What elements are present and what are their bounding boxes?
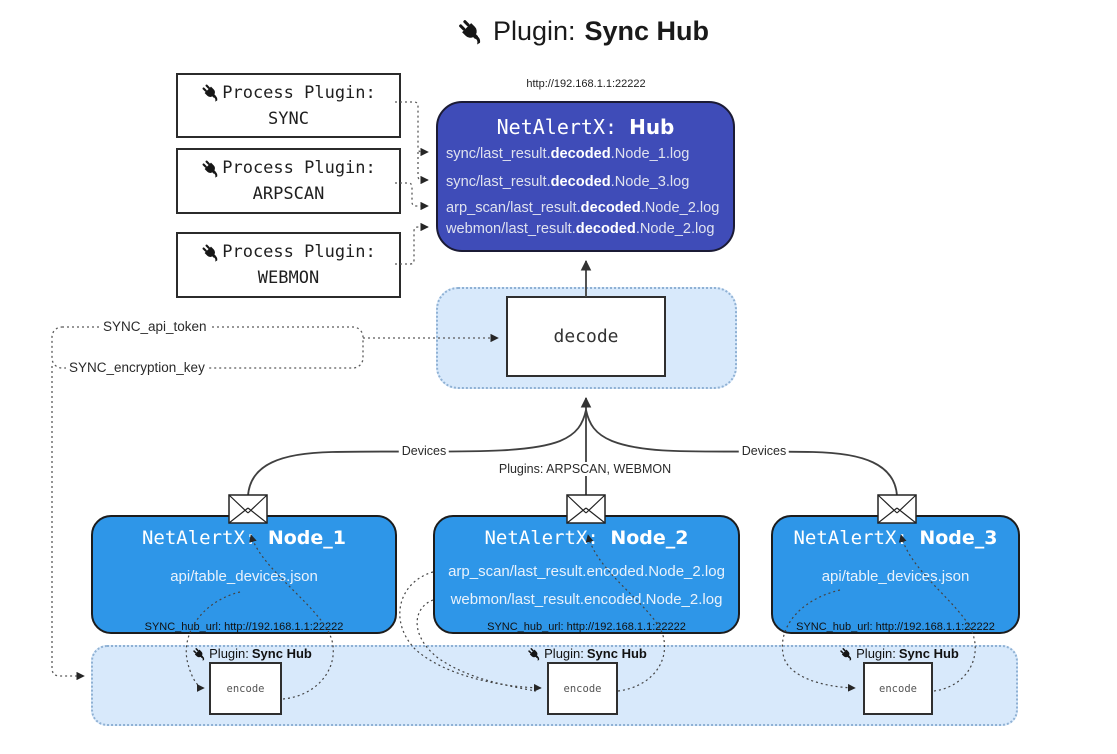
process-plugin-box-sync: Process Plugin: SYNC (176, 73, 401, 138)
encode-label: encode (226, 682, 265, 695)
hub-box: NetAlertX: Hub sync/last_result.decoded.… (436, 101, 735, 252)
plugins-label-mid: Plugins: ARPSCAN, WEBMON (495, 462, 675, 476)
hub-log-line: arp_scan/last_result.decoded.Node_2.log (446, 200, 720, 216)
hub-title-prefix: NetAlertX: (496, 115, 618, 139)
hub-log-line: sync/last_result.decoded.Node_1.log (446, 146, 690, 162)
process-plugin-box-webmon: Process Plugin: WEBMON (176, 232, 401, 298)
edge-key-to-encoders (51, 366, 85, 681)
node-file: api/table_devices.json (170, 568, 318, 585)
node-hub-url: SYNC_hub_url: http://192.168.1.1:22222 (487, 621, 686, 633)
plug-icon (457, 18, 484, 45)
plug-icon (201, 159, 220, 178)
node-box-2: NetAlertX: Node_2 arp_scan/last_result.e… (433, 515, 740, 634)
hub-title: NetAlertX: Hub (438, 115, 733, 139)
page-title-prefix: Plugin: (492, 16, 576, 46)
decode-box: decode (506, 296, 666, 377)
hub-url-label: http://192.168.1.1:22222 (526, 78, 646, 90)
node-title: NetAlertX: Node_3 (793, 527, 998, 549)
process-plugin-box-arpscan: Process Plugin: ARPSCAN (176, 148, 401, 214)
node-box-3: NetAlertX: Node_3 api/table_devices.json… (771, 515, 1020, 634)
node-hub-url: SYNC_hub_url: http://192.168.1.1:22222 (796, 621, 995, 633)
process-plugin-name: ARPSCAN (252, 184, 325, 204)
encode-label: encode (879, 682, 917, 695)
plug-icon (839, 647, 853, 661)
encode-box-2: encode (547, 662, 618, 715)
node-box-1: NetAlertX: Node_1 api/table_devices.json… (91, 515, 397, 634)
node-title: NetAlertX: Node_1 (141, 527, 346, 549)
hub-log-line: webmon/last_result.decoded.Node_2.log (446, 221, 715, 237)
process-plugin-label: Process Plugin: (222, 158, 376, 178)
plug-icon (527, 647, 541, 661)
devices-label-left: Devices (398, 444, 450, 458)
node-hub-url: SYNC_hub_url: http://192.168.1.1:22222 (144, 621, 344, 633)
node-file: arp_scan/last_result.encoded.Node_2.log (448, 563, 725, 580)
plug-icon (201, 83, 220, 102)
edge-sync-to-log2 (417, 152, 429, 185)
sync-api-token-label: SYNC_api_token (100, 319, 210, 334)
decode-label: decode (553, 326, 619, 347)
encode-label: encode (563, 682, 602, 695)
encode-plugin-label-1: Plugin:Sync Hub (192, 646, 312, 661)
node-file: api/table_devices.json (821, 568, 970, 585)
sync-encryption-key-label: SYNC_encryption_key (66, 360, 208, 375)
encode-box-1: encode (209, 662, 282, 715)
encode-box-3: encode (863, 662, 933, 715)
hub-title-name: Hub (629, 115, 675, 139)
plug-icon (192, 647, 206, 661)
process-plugin-name: SYNC (268, 108, 309, 129)
process-plugin-label: Process Plugin: (222, 82, 376, 103)
node-title: NetAlertX: Node_2 (484, 527, 689, 549)
encode-plugin-label-2: Plugin:Sync Hub (527, 646, 647, 661)
node-file: webmon/last_result.encoded.Node_2.log (450, 591, 723, 608)
devices-label-right: Devices (738, 444, 790, 458)
hub-log-line: sync/last_result.decoded.Node_3.log (446, 174, 690, 190)
page-title-name: Sync Hub (584, 16, 710, 46)
process-plugin-name: WEBMON (257, 268, 320, 288)
page-title: Plugin: Sync Hub (457, 16, 709, 47)
plug-icon (201, 243, 220, 262)
encode-plugin-label-3: Plugin:Sync Hub (839, 646, 959, 661)
process-plugin-label: Process Plugin: (222, 242, 376, 262)
